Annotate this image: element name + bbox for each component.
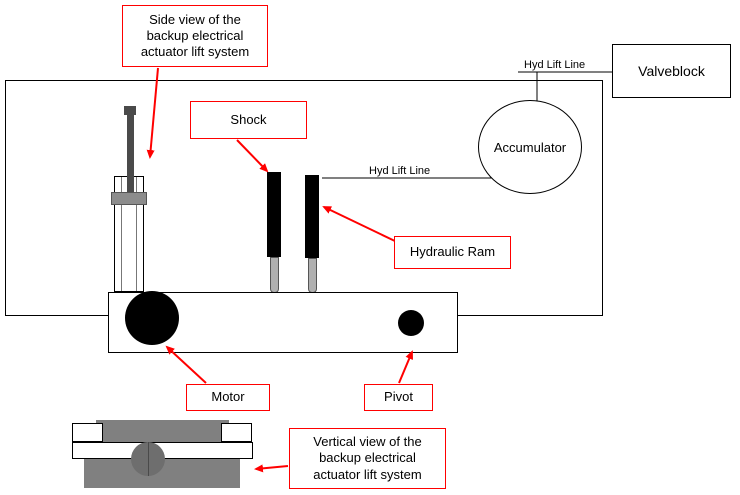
callout-motor: Motor [186,384,270,411]
callout-side-view-label: Side view of the backup electrical actua… [140,11,250,60]
accumulator-label: Accumulator [493,139,567,155]
cylinder-inner-wall-left [121,177,122,291]
vertical-view-top-plate [96,420,229,442]
callout-shock-label: Shock [230,111,267,127]
valveblock-label: Valveblock [638,63,705,79]
motor-housing-split-line [148,442,149,476]
accumulator-ellipse: Accumulator [478,100,582,194]
callout-pivot-label: Pivot [384,389,413,405]
callout-motor-label: Motor [211,389,245,405]
pivot-arrow [398,350,413,384]
callout-shock: Shock [190,101,307,139]
actuator-rod-cap [124,106,136,115]
hydraulic-ram-body [305,175,319,258]
vertical-view-right-mount [221,423,252,442]
pivot-circle [398,310,424,336]
callout-side-view: Side view of the backup electrical actua… [122,5,268,67]
vertical-view-motor-housing [131,442,165,476]
shock-rod [270,257,279,293]
cylinder-inner-wall-right [136,177,137,291]
callout-vertical-view-label: Vertical view of the backup electrical a… [313,434,422,482]
vertical-view-arrow [254,464,289,473]
shock-body [267,172,281,257]
actuator-rod [127,112,134,200]
callout-vertical-view: Vertical view of the backup electrical a… [289,428,446,489]
callout-hydraulic-ram-label: Hydraulic Ram [409,244,496,260]
hydraulic-ram-rod [308,258,317,293]
valveblock-box: Valveblock [612,44,731,98]
callout-hydraulic-ram: Hydraulic Ram [394,236,511,269]
actuator-collar [111,192,147,205]
motor-circle [125,291,179,345]
hyd-lift-line-top-label: Hyd Lift Line [524,59,586,71]
hyd-lift-line-mid-label: Hyd Lift Line [369,165,431,177]
callout-pivot: Pivot [364,384,433,411]
vertical-view-left-mount [72,423,103,442]
